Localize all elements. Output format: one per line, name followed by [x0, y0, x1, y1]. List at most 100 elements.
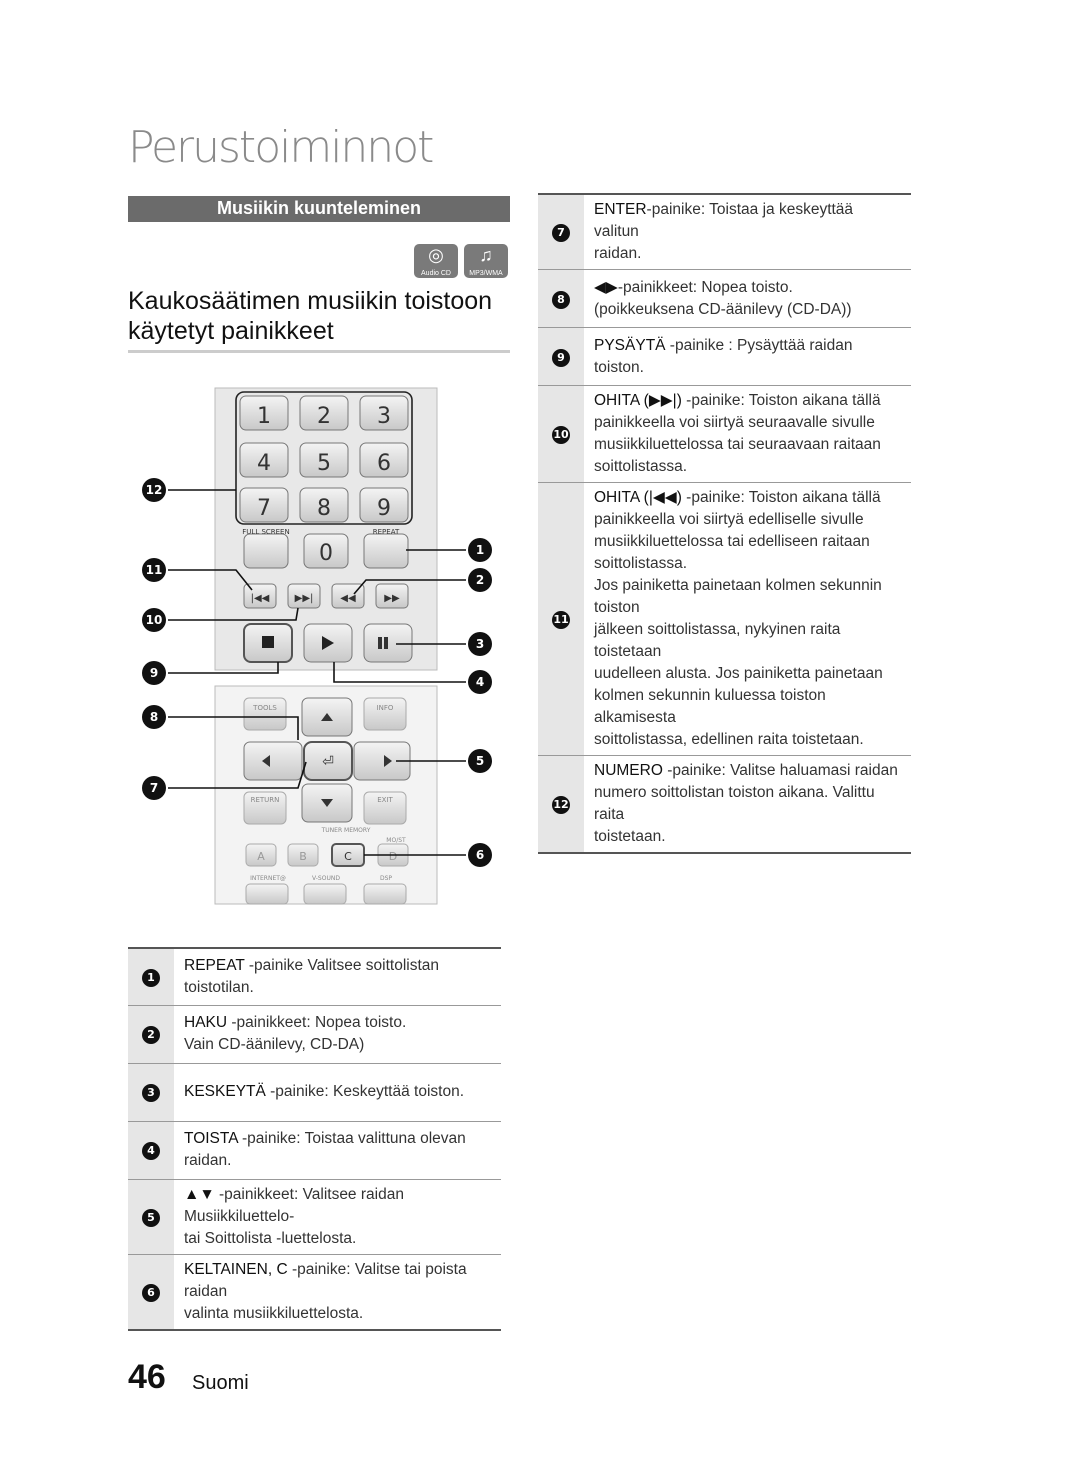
svg-text:9: 9 — [150, 666, 158, 680]
svg-text:|◀◀: |◀◀ — [251, 593, 270, 604]
mp3-wma-badge: ♫ MP3/WMA — [464, 244, 508, 278]
button-name: ENTER — [594, 201, 647, 218]
svg-text:1: 1 — [257, 404, 271, 429]
button-name: OHITA (|◀◀) — [594, 489, 682, 506]
row-text: soittolistassa. — [594, 555, 688, 572]
table-row: 10 OHITA (▶▶|) -painike: Toiston aikana … — [538, 385, 911, 483]
section-title: Musiikin kuunteleminen — [128, 196, 510, 222]
button-table-left: 1 REPEAT -painike Valitsee soittolistan … — [128, 947, 501, 1331]
svg-text:1: 1 — [476, 543, 484, 557]
row-text: -painikkeet: Nopea toisto. — [227, 1014, 407, 1031]
svg-text:▶▶|: ▶▶| — [295, 593, 314, 604]
button-name: OHITA (▶▶|) — [594, 392, 682, 409]
button-name: KESKEYTÄ — [184, 1083, 266, 1100]
svg-text:⏎: ⏎ — [322, 754, 334, 770]
svg-text:8: 8 — [150, 710, 158, 724]
svg-text:10: 10 — [146, 613, 163, 627]
svg-text:9: 9 — [377, 496, 391, 521]
svg-text:DSP: DSP — [380, 875, 392, 882]
row-text: numero soittolistan toiston aikana. Vali… — [594, 784, 875, 823]
badge-label: MP3/WMA — [469, 270, 503, 277]
row-number: 3 — [142, 1084, 160, 1102]
row-text: -painikkeet: Nopea toisto. — [617, 278, 793, 296]
row-text: -painike: Toiston aikana tällä — [681, 489, 881, 506]
svg-text:7: 7 — [150, 781, 158, 795]
row-text: -painikkeet: Valitsee raidan Musiikkilue… — [184, 1185, 404, 1225]
svg-text:INFO: INFO — [377, 704, 394, 712]
svg-text:C: C — [344, 850, 352, 863]
button-name: ◀▶ — [594, 278, 618, 296]
row-text: -painike: Keskeyttää toiston. — [265, 1083, 465, 1100]
svg-text:3: 3 — [377, 404, 391, 429]
row-number: 6 — [142, 1283, 160, 1302]
svg-text:B: B — [299, 850, 307, 863]
button-name: PYSÄYTÄ — [594, 336, 666, 354]
row-text: musiikkiluettelossa tai edelliseen raita… — [594, 533, 870, 550]
row-text: toistetaan. — [594, 828, 666, 845]
language-label: Suomi — [192, 1372, 249, 1394]
svg-text:6: 6 — [476, 848, 484, 862]
button-name: HAKU — [184, 1014, 228, 1031]
row-text: -painike: Valitse haluamasi raidan — [662, 762, 898, 779]
row-number: 4 — [142, 1142, 160, 1160]
row-text: (poikkeuksena CD-äänilevy (CD-DA)) — [594, 300, 852, 318]
table-row: 3 KESKEYTÄ -painike: Keskeyttää toiston. — [128, 1062, 501, 1122]
svg-text:RETURN: RETURN — [251, 796, 280, 804]
row-number: 2 — [142, 1026, 160, 1044]
button-name: KELTAINEN, C — [184, 1260, 288, 1278]
row-number: 12 — [552, 796, 570, 814]
row-text: soittolistassa, edellinen raita toisteta… — [594, 731, 864, 748]
row-text: musiikkiluettelossa tai seuraavaan raita… — [594, 436, 881, 453]
badge-label: Audio CD — [421, 270, 451, 277]
svg-text:REPEAT: REPEAT — [373, 528, 400, 536]
table-row: 9 PYSÄYTÄ -painike : Pysäyttää raidan to… — [538, 327, 911, 386]
svg-text:6: 6 — [377, 451, 391, 476]
row-number: 7 — [552, 224, 570, 242]
row-text: -painike: Toistaa valittuna olevan raida… — [184, 1130, 466, 1169]
row-text: valinta musiikkiluettelosta. — [184, 1304, 364, 1322]
table-row: 6 KELTAINEN, C -painike: Valitse tai poi… — [128, 1253, 501, 1331]
skip-search-row: |◀◀ ▶▶| ◀◀ ▶▶ — [243, 583, 409, 609]
row-text: raidan. — [594, 245, 642, 262]
svg-text:2: 2 — [317, 404, 331, 429]
svg-text:5: 5 — [476, 754, 484, 768]
row-text: Vain CD-äänilevy, CD-DA) — [184, 1036, 365, 1053]
svg-text:11: 11 — [146, 563, 163, 577]
row-text: -painike : Pysäyttää raidan toiston. — [594, 336, 853, 376]
table-row: 5 ▲▼ -painikkeet: Valitsee raidan Musiik… — [128, 1178, 501, 1255]
format-badges: ◎ Audio CD ♫ MP3/WMA — [414, 244, 508, 278]
svg-text:7: 7 — [257, 496, 271, 521]
row-number: 11 — [552, 611, 570, 629]
table-row: 11 OHITA (|◀◀) -painike: Toiston aikana … — [538, 482, 911, 756]
button-name: NUMERO — [594, 762, 663, 779]
row-text: uudelleen alusta. Jos painiketta paineta… — [594, 665, 883, 682]
svg-text:EXIT: EXIT — [377, 796, 393, 804]
button-name: ▲▼ — [184, 1185, 215, 1203]
svg-text:◀◀: ◀◀ — [340, 593, 356, 604]
row-text: soittolistassa. — [594, 458, 688, 475]
row-text: tai Soittolista -luettelosta. — [184, 1229, 357, 1247]
svg-text:4: 4 — [257, 451, 271, 476]
row-number: 10 — [552, 426, 570, 444]
music-note-icon: ♫ — [479, 245, 493, 265]
subtitle: Kaukosäätimen musiikin toistoon käytetyt… — [128, 286, 510, 353]
row-text: kolmen sekunnin kuluessa toiston alkamis… — [594, 687, 826, 726]
svg-text:8: 8 — [317, 496, 331, 521]
digit-buttons: 1 2 3 4 5 6 7 8 9 0 FULL SCREEN REPEAT — [239, 395, 409, 569]
row-number: 5 — [142, 1208, 160, 1227]
svg-text:12: 12 — [146, 483, 163, 497]
svg-text:TUNER MEMORY: TUNER MEMORY — [321, 827, 371, 834]
svg-text:FULL SCREEN: FULL SCREEN — [242, 528, 289, 536]
table-row: 4 TOISTA -painike: Toistaa valittuna ole… — [128, 1120, 501, 1180]
page-number: 46 — [128, 1358, 166, 1396]
svg-text:3: 3 — [476, 637, 484, 651]
svg-text:▶▶: ▶▶ — [384, 593, 400, 604]
row-text: -painike: Valitse tai poista raidan — [184, 1260, 467, 1300]
svg-text:0: 0 — [319, 541, 333, 566]
table-row: 1 REPEAT -painike Valitsee soittolistan … — [128, 947, 501, 1006]
table-row: 8 ◀▶-painikkeet: Nopea toisto.(poikkeuks… — [538, 269, 911, 328]
table-row: 7 ENTER-painike: Toistaa ja keskeyttää v… — [538, 193, 911, 270]
button-name: TOISTA — [184, 1130, 238, 1147]
row-text: -painike: Toiston aikana tällä — [681, 392, 881, 409]
row-text: Jos painiketta painetaan kolmen sekunnin… — [594, 577, 882, 616]
